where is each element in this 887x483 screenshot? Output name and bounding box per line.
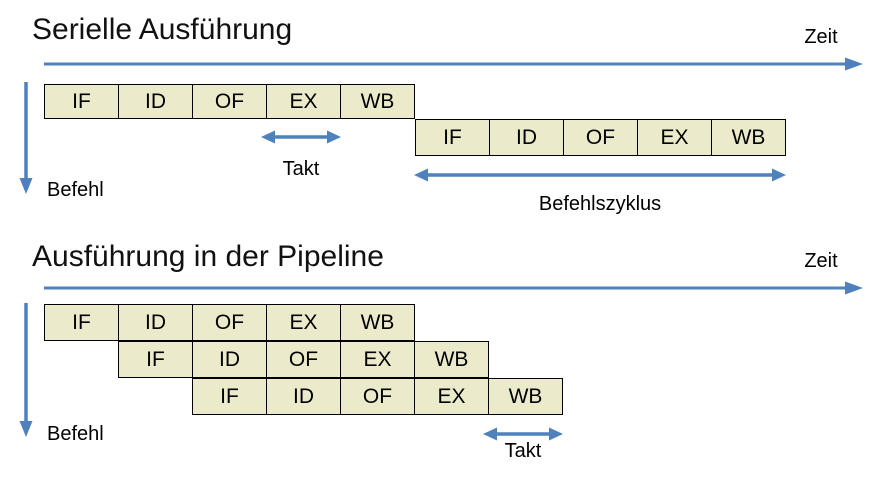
stage-cell: WB xyxy=(414,341,489,378)
stage-cell: ID xyxy=(192,341,267,378)
stage-cell: IF xyxy=(118,341,193,378)
instruction-axis-arrow-serial xyxy=(19,82,33,194)
stage-cell: ID xyxy=(118,84,193,119)
instruction-cycle-label: Befehlszyklus xyxy=(538,193,662,215)
clock-span-arrow-pipeline xyxy=(483,427,563,441)
instruction-axis-label-serial: Befehl xyxy=(47,179,104,201)
stage-cell: WB xyxy=(340,304,415,341)
stage-cell: OF xyxy=(266,341,341,378)
clock-label-pipeline: Takt xyxy=(504,440,542,462)
pipeline-instruction-1-row: IF ID OF EX WB xyxy=(44,304,415,341)
stage-cell: OF xyxy=(192,84,267,119)
pipeline-instruction-2-row: IF ID OF EX WB xyxy=(118,341,489,378)
stage-cell: EX xyxy=(637,119,712,156)
section-title-serial: Serielle Ausführung xyxy=(32,13,293,46)
stage-cell: ID xyxy=(118,304,193,341)
time-axis-label-serial: Zeit xyxy=(804,26,838,48)
time-axis-arrow-pipeline xyxy=(44,281,863,295)
stage-cell: WB xyxy=(711,119,786,156)
instruction-cycle-span-arrow xyxy=(414,168,786,182)
stage-cell: EX xyxy=(414,378,489,415)
stage-cell: WB xyxy=(488,378,563,415)
instruction-axis-arrow-pipeline xyxy=(19,303,33,437)
instruction-axis-label-pipeline: Befehl xyxy=(47,423,104,445)
stage-cell: ID xyxy=(489,119,564,156)
stage-cell: IF xyxy=(415,119,490,156)
stage-cell: IF xyxy=(44,304,119,341)
stage-cell: OF xyxy=(340,378,415,415)
section-title-pipeline: Ausführung in der Pipeline xyxy=(32,240,384,273)
pipeline-instruction-3-row: IF ID OF EX WB xyxy=(192,378,563,415)
stage-cell: OF xyxy=(563,119,638,156)
serial-instruction-2-row: IF ID OF EX WB xyxy=(415,119,786,156)
stage-cell: IF xyxy=(192,378,267,415)
stage-cell: IF xyxy=(44,84,119,119)
time-axis-arrow-serial xyxy=(44,57,863,71)
clock-label-serial: Takt xyxy=(282,158,320,180)
stage-cell: WB xyxy=(340,84,415,119)
stage-cell: OF xyxy=(192,304,267,341)
time-axis-label-pipeline: Zeit xyxy=(804,250,838,272)
stage-cell: ID xyxy=(266,378,341,415)
serial-instruction-1-row: IF ID OF EX WB xyxy=(44,84,415,119)
stage-cell: EX xyxy=(266,84,341,119)
clock-span-arrow-serial xyxy=(261,130,341,144)
stage-cell: EX xyxy=(340,341,415,378)
stage-cell: EX xyxy=(266,304,341,341)
